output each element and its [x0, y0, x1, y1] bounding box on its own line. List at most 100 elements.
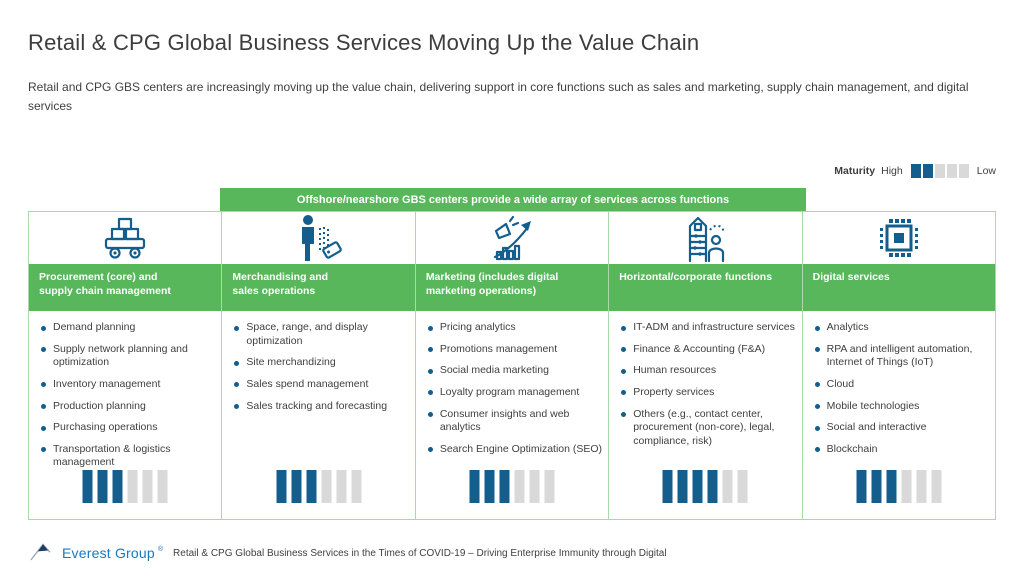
maturity-block-filled [469, 470, 480, 503]
maturity-block-empty [722, 470, 733, 503]
service-item: Social and interactive [813, 421, 989, 435]
maturity-block-empty [916, 470, 927, 503]
megaphone-growth-chart-icon [416, 212, 608, 264]
column-header: Merchandising and sales operations [222, 264, 415, 311]
maturity-legend: Maturity High Low [834, 164, 996, 178]
maturity-block-filled [112, 470, 123, 503]
maturity-indicator [662, 470, 748, 503]
maturity-block-empty [514, 470, 525, 503]
maturity-block-empty [931, 470, 942, 503]
service-list: IT-ADM and infrastructure services Finan… [609, 311, 801, 519]
legend-high-label: High [881, 165, 903, 177]
chip-icon [803, 212, 995, 264]
maturity-indicator [82, 470, 168, 503]
person-with-tag-icon [222, 212, 414, 264]
service-item: Sales tracking and forecasting [232, 400, 408, 414]
maturity-block-empty [544, 470, 555, 503]
maturity-block-filled [922, 164, 933, 178]
service-item: IT-ADM and infrastructure services [619, 321, 795, 335]
service-item: Property services [619, 386, 795, 400]
maturity-block-filled [499, 470, 510, 503]
legend-blocks [910, 164, 969, 178]
maturity-block-empty [142, 470, 153, 503]
service-item: Sales spend management [232, 378, 408, 392]
service-item: Site merchandizing [232, 356, 408, 370]
service-list: Demand planning Supply network planning … [29, 311, 221, 519]
maturity-indicator [276, 470, 362, 503]
brand-name: Everest Group [62, 545, 155, 561]
service-list: Pricing analytics Promotions management … [416, 311, 608, 519]
column-digital-services: Digital services Analytics RPA and intel… [802, 212, 996, 519]
service-item: Mobile technologies [813, 400, 989, 414]
service-item: Demand planning [39, 321, 215, 335]
service-item: Blockchain [813, 443, 989, 457]
maturity-block-filled [306, 470, 317, 503]
column-marketing: Marketing (includes digital marketing op… [415, 212, 610, 519]
cart-with-boxes-icon [29, 212, 221, 264]
maturity-block-empty [321, 470, 332, 503]
maturity-block-empty [958, 164, 969, 178]
maturity-block-filled [276, 470, 287, 503]
maturity-block-empty [529, 470, 540, 503]
service-item: Finance & Accounting (F&A) [619, 343, 795, 357]
maturity-block-filled [484, 470, 495, 503]
maturity-block-filled [910, 164, 921, 178]
maturity-block-empty [336, 470, 347, 503]
maturity-block-empty [737, 470, 748, 503]
legend-low-label: Low [976, 165, 996, 177]
column-header: Horizontal/corporate functions [609, 264, 802, 311]
services-table: Procurement (core) and supply chain mana… [28, 211, 996, 520]
column-header: Procurement (core) and supply chain mana… [29, 264, 222, 311]
service-item: Pricing analytics [426, 321, 602, 335]
column-merchandising: Merchandising and sales operations Space… [222, 212, 416, 519]
maturity-block-empty [157, 470, 168, 503]
service-item: Social media marketing [426, 364, 602, 378]
maturity-block-filled [692, 470, 703, 503]
maturity-block-filled [82, 470, 93, 503]
service-item: Production planning [39, 400, 215, 414]
maturity-indicator [856, 470, 942, 503]
column-header: Digital services [802, 264, 996, 311]
service-item: Promotions management [426, 343, 602, 357]
maturity-block-filled [871, 470, 882, 503]
service-item: Loyalty program management [426, 386, 602, 400]
service-item: Analytics [813, 321, 989, 335]
mountain-icon [30, 540, 56, 566]
service-item: Others (e.g., contact center, procuremen… [619, 408, 795, 449]
service-item: Consumer insights and web analytics [426, 408, 602, 435]
column-procurement: Procurement (core) and supply chain mana… [29, 212, 223, 519]
maturity-block-empty [901, 470, 912, 503]
service-item: Purchasing operations [39, 421, 215, 435]
maturity-block-filled [886, 470, 897, 503]
service-item: Supply network planning and optimization [39, 343, 215, 370]
service-item: Search Engine Optimization (SEO) [426, 443, 602, 457]
maturity-block-filled [662, 470, 673, 503]
maturity-block-filled [97, 470, 108, 503]
maturity-block-filled [707, 470, 718, 503]
maturity-block-filled [856, 470, 867, 503]
service-item: Cloud [813, 378, 989, 392]
column-corporate-functions: Horizontal/corporate functions IT-ADM an… [609, 212, 803, 519]
maturity-block-filled [291, 470, 302, 503]
service-item: Inventory management [39, 378, 215, 392]
service-item: RPA and intelligent automation, Internet… [813, 343, 989, 370]
footer-caption: Retail & CPG Global Business Services in… [173, 547, 667, 559]
maturity-block-empty [934, 164, 945, 178]
service-item: Space, range, and display optimization [232, 321, 408, 348]
page-title: Retail & CPG Global Business Services Mo… [28, 30, 700, 55]
maturity-indicator [469, 470, 555, 503]
everest-group-logo: Everest Group ® [62, 545, 163, 561]
maturity-block-filled [677, 470, 688, 503]
maturity-legend-label: Maturity [834, 165, 876, 177]
maturity-block-empty [946, 164, 957, 178]
footer: Everest Group ® Retail & CPG Global Busi… [30, 540, 667, 566]
maturity-block-empty [127, 470, 138, 503]
service-item: Transportation & logistics management [39, 443, 215, 470]
maturity-block-empty [351, 470, 362, 503]
page-subtitle: Retail and CPG GBS centers are increasin… [28, 80, 969, 114]
service-item: Human resources [619, 364, 795, 378]
registered-mark: ® [157, 546, 164, 553]
column-header: Marketing (includes digital marketing op… [415, 264, 609, 311]
corporate-building-icon [609, 212, 801, 264]
